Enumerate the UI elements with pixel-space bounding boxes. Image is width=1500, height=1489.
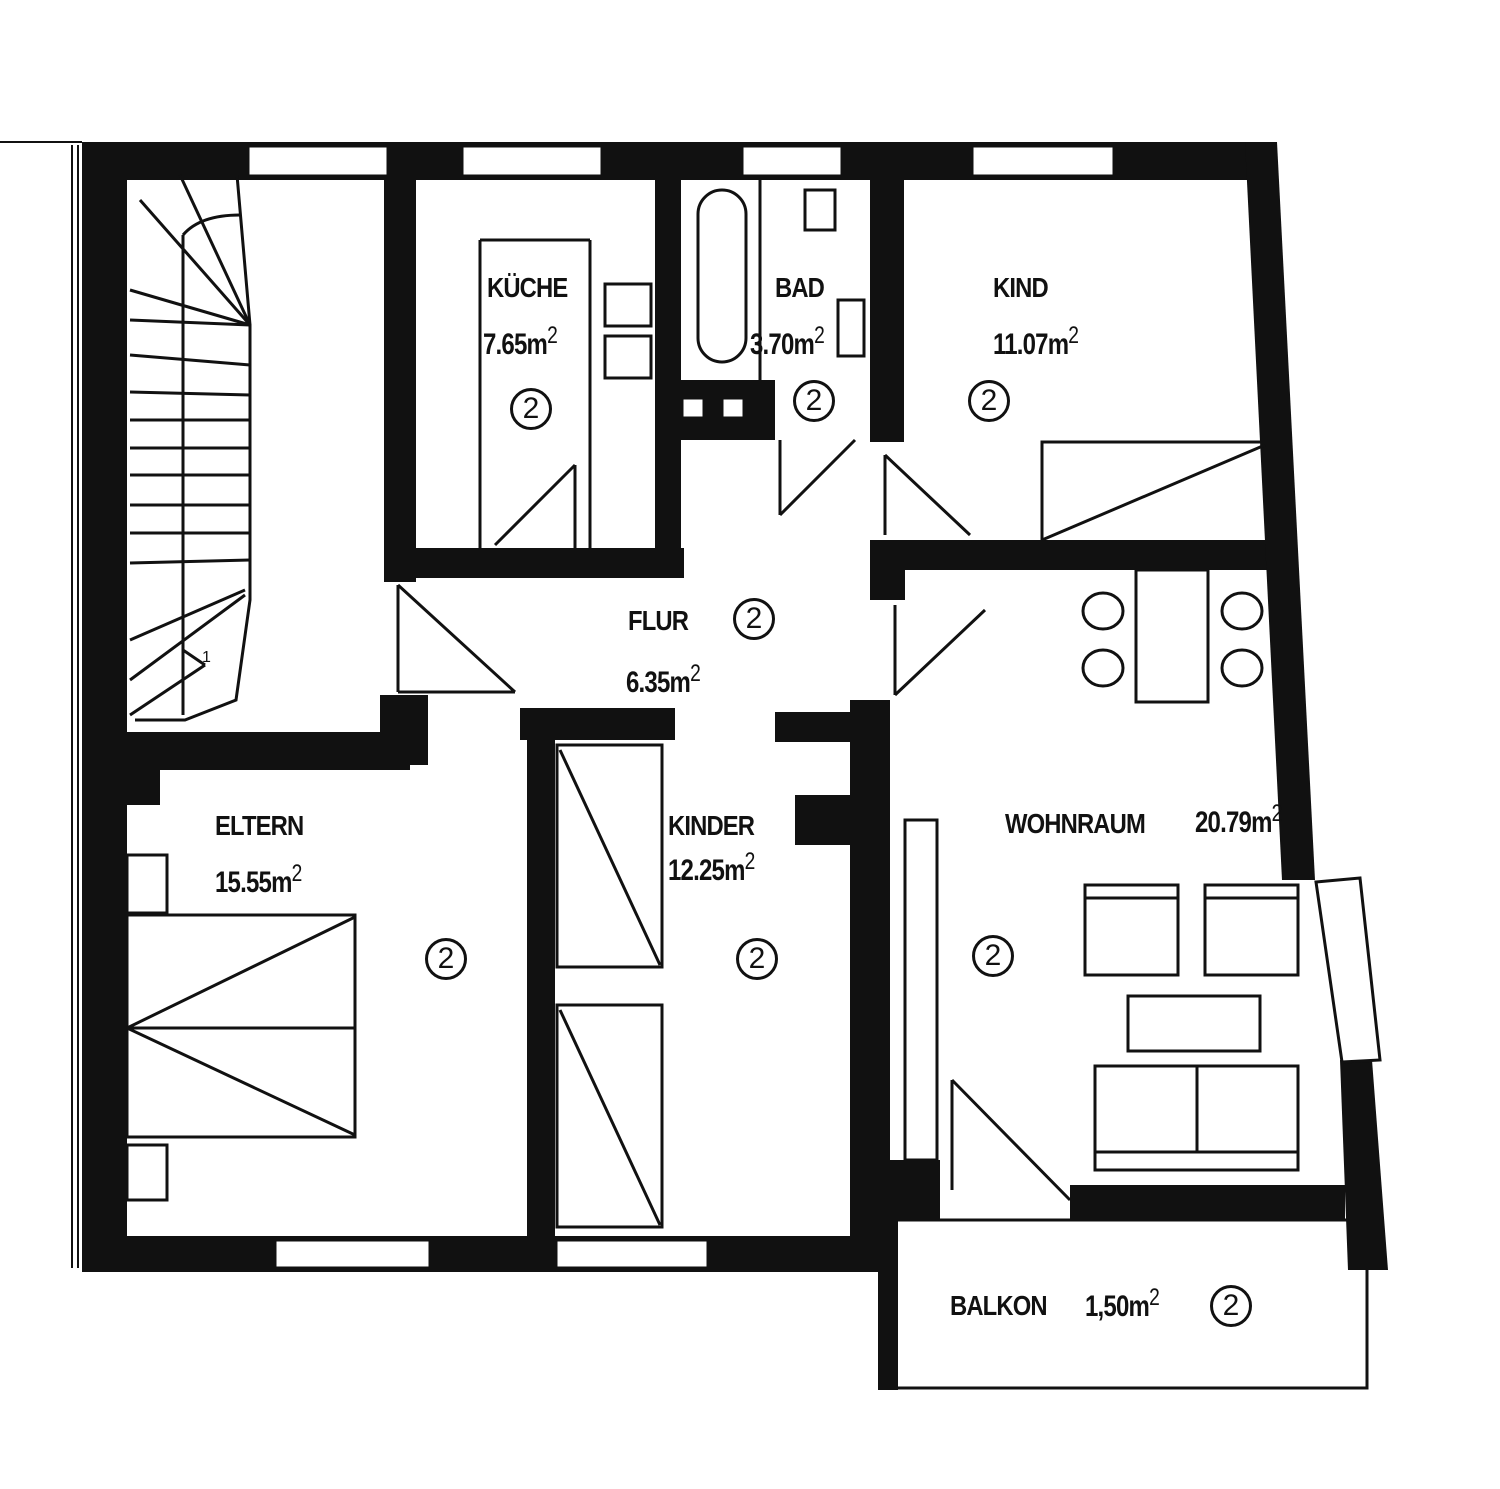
area-value: 1,50 <box>1085 1290 1129 1323</box>
kinder-furniture <box>555 743 664 1229</box>
area-exponent: 2 <box>1271 800 1283 827</box>
eltern-furniture <box>125 853 357 1202</box>
area-value: 15.55 <box>215 866 272 899</box>
area-value: 3.70 <box>750 328 794 361</box>
room-name-flur: FLUR <box>628 605 689 636</box>
level-badge-eltern: 2 <box>425 938 467 980</box>
room-name-bad: BAD <box>775 272 825 303</box>
kind-fixtures <box>883 440 1269 544</box>
room-name-kind: KIND <box>993 272 1049 303</box>
room-name-balkon: BALKON <box>950 1290 1048 1321</box>
stair-marker: 1 <box>202 649 211 666</box>
room-area-wohnraum: 20.79m2 <box>1195 800 1282 840</box>
room-name-kinder: KINDER <box>668 810 755 841</box>
area-unit: m <box>1047 328 1069 361</box>
bath-fixtures <box>680 180 866 517</box>
staircase <box>129 173 252 722</box>
room-area-flur: 6.35m2 <box>626 660 701 700</box>
room-area-kinder: 12.25m2 <box>668 848 755 888</box>
room-area-bad: 3.70m2 <box>750 322 825 362</box>
wohnraum-furniture <box>903 568 1300 1202</box>
left-edge-lines <box>0 141 82 1268</box>
area-exponent: 2 <box>814 322 825 349</box>
level-badge-kueche: 2 <box>510 388 552 430</box>
level-badge-kinder: 2 <box>736 938 778 980</box>
area-exponent: 2 <box>744 848 756 875</box>
level-badge-balkon: 2 <box>1210 1285 1252 1327</box>
area-unit: m <box>526 328 548 361</box>
area-value: 7.65 <box>483 328 527 361</box>
area-unit: m <box>1251 806 1272 839</box>
balcony <box>893 1218 1369 1390</box>
level-badge-flur: 2 <box>733 598 775 640</box>
area-value: 11.07 <box>993 328 1049 361</box>
area-exponent: 2 <box>291 860 303 887</box>
area-unit: m <box>669 666 691 699</box>
level-badge-bad: 2 <box>793 380 835 422</box>
level-badge-wohnraum: 2 <box>972 935 1014 977</box>
room-name-kueche: KÜCHE <box>487 272 568 303</box>
room-name-wohnraum: WOHNRAUM <box>1005 808 1146 839</box>
level-badge-kind: 2 <box>968 380 1010 422</box>
windows <box>246 144 1382 1270</box>
area-value: 12.25 <box>668 854 725 887</box>
kitchen-fixtures <box>478 238 653 550</box>
room-area-kueche: 7.65m2 <box>483 322 558 362</box>
area-exponent: 2 <box>1149 1284 1160 1311</box>
area-unit: m <box>724 854 745 887</box>
area-value: 20.79 <box>1195 806 1252 839</box>
flur-doors <box>396 583 987 697</box>
room-name-eltern: ELTERN <box>215 810 304 841</box>
room-area-eltern: 15.55m2 <box>215 860 302 900</box>
area-unit: m <box>271 866 292 899</box>
area-exponent: 2 <box>1068 322 1079 349</box>
area-unit: m <box>793 328 815 361</box>
room-area-balkon: 1,50m2 <box>1085 1284 1160 1324</box>
area-value: 6.35 <box>626 666 670 699</box>
room-area-kind: 11.07m2 <box>993 322 1079 362</box>
area-exponent: 2 <box>690 660 701 687</box>
area-unit: m <box>1128 1290 1150 1323</box>
area-exponent: 2 <box>547 322 558 349</box>
walls <box>82 142 1388 1390</box>
